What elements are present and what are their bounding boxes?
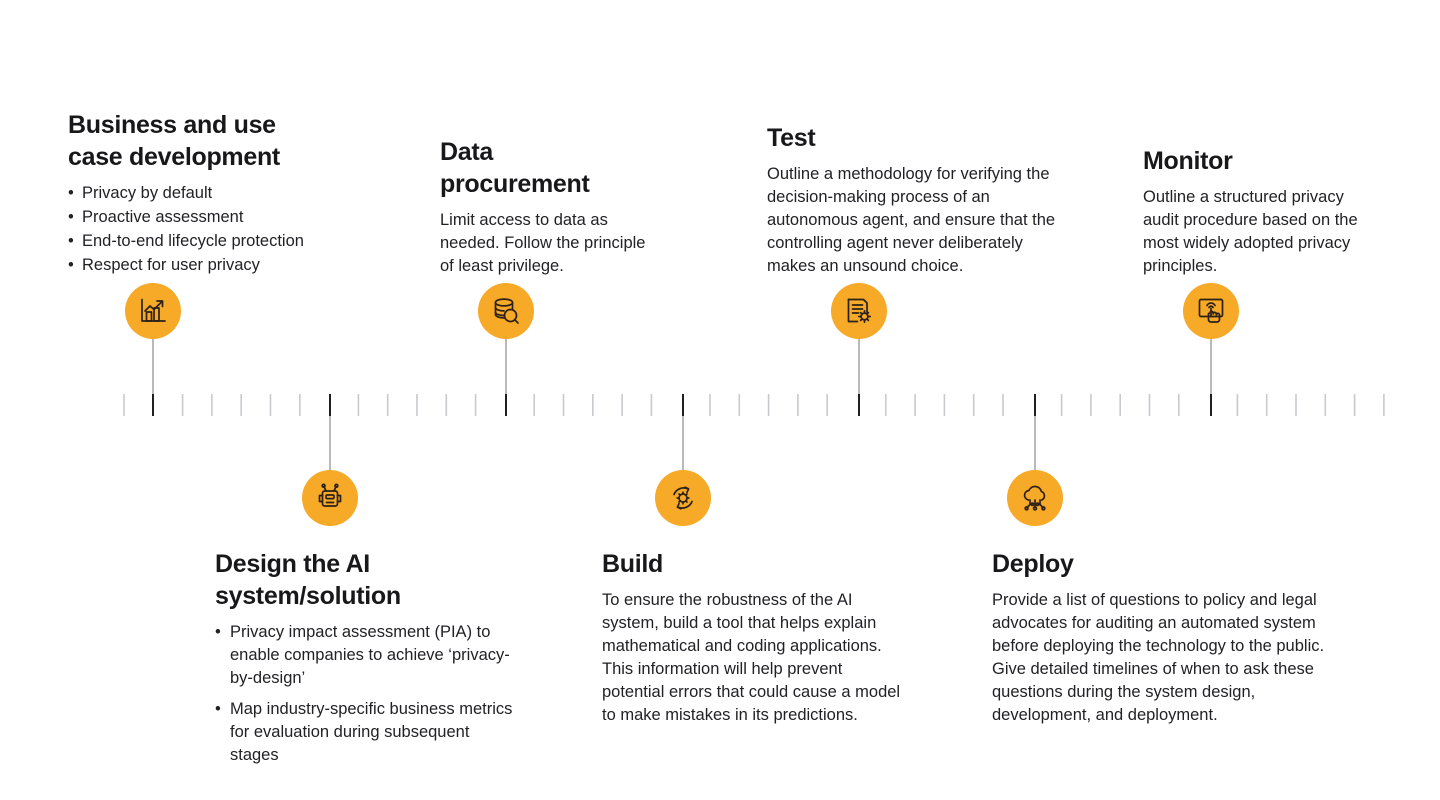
milestone-bullet: Map industry-specific business metrics f… xyxy=(215,698,515,767)
milestone-description: To ensure the robustness of the AI syste… xyxy=(602,591,901,725)
milestone-title: Test xyxy=(767,124,816,152)
gear-cycle-icon xyxy=(673,486,693,510)
milestone-bullet-list: Privacy by defaultProactive assessmentEn… xyxy=(68,182,368,277)
milestone-stem xyxy=(152,339,154,416)
milestone-stem xyxy=(1034,394,1036,470)
milestone-description: Outline a structured privacy audit proce… xyxy=(1143,188,1358,276)
axis-tick-active xyxy=(858,394,860,416)
milestone-marker-build[interactable] xyxy=(655,470,711,526)
milestone-title: Deploy xyxy=(992,550,1074,578)
milestone-bullet: Privacy by default xyxy=(68,182,368,205)
cloud-circuit-icon xyxy=(1023,485,1046,511)
milestone-marker-test[interactable] xyxy=(831,283,887,339)
robot-icon xyxy=(318,483,342,507)
milestone-title: Design the AI system/solution xyxy=(215,550,401,610)
milestone-marker-business-and-use-case-development[interactable] xyxy=(125,283,181,339)
milestone-bullet: End-to-end lifecycle protection xyxy=(68,230,368,253)
milestone-marker-data-procurement[interactable] xyxy=(478,283,534,339)
milestone-block-build: Build To ensure the robustness of the AI … xyxy=(602,548,902,728)
milestone-title: Data procurement xyxy=(440,138,590,198)
milestone-stem xyxy=(1210,339,1212,416)
growth-chart-icon xyxy=(141,298,166,322)
milestone-title: Business and use case development xyxy=(68,111,280,171)
milestone-stem xyxy=(858,339,860,416)
milestone-title: Monitor xyxy=(1143,147,1233,175)
milestone-description: Limit access to data as needed. Follow t… xyxy=(440,211,646,276)
milestone-stem xyxy=(329,394,331,470)
milestone-description: Provide a list of questions to policy an… xyxy=(992,591,1325,725)
milestone-marker-monitor[interactable] xyxy=(1183,283,1239,339)
axis-tick-active xyxy=(1034,394,1036,416)
axis-tick-active xyxy=(329,394,331,416)
milestone-bullet: Respect for user privacy xyxy=(68,254,368,277)
milestone-marker-deploy[interactable] xyxy=(1007,470,1063,526)
milestone-bullet-list: Privacy impact assessment (PIA) to enabl… xyxy=(215,621,515,768)
axis-tick-active xyxy=(505,394,507,416)
touchscreen-icon xyxy=(1198,298,1224,323)
document-gear-icon xyxy=(847,298,872,324)
axis-tick-active xyxy=(682,394,684,416)
axis-tick-active xyxy=(1210,394,1212,416)
axis-tick-active xyxy=(152,394,154,416)
milestone-block-design-the-ai-system-solution: Design the AI system/solutionPrivacy imp… xyxy=(215,548,515,776)
milestone-stem xyxy=(505,339,507,416)
milestone-bullet: Privacy impact assessment (PIA) to enabl… xyxy=(215,621,515,690)
milestone-block-business-and-use-case-development: Business and use case developmentPrivacy… xyxy=(68,109,368,278)
milestone-bullet: Proactive assessment xyxy=(68,206,368,229)
milestone-stem xyxy=(682,394,684,470)
database-search-icon xyxy=(494,298,519,324)
milestone-description: Outline a methodology for verifying the … xyxy=(767,165,1056,276)
milestone-marker-design-the-ai-system-solution[interactable] xyxy=(302,470,358,526)
milestone-title: Build xyxy=(602,550,663,578)
